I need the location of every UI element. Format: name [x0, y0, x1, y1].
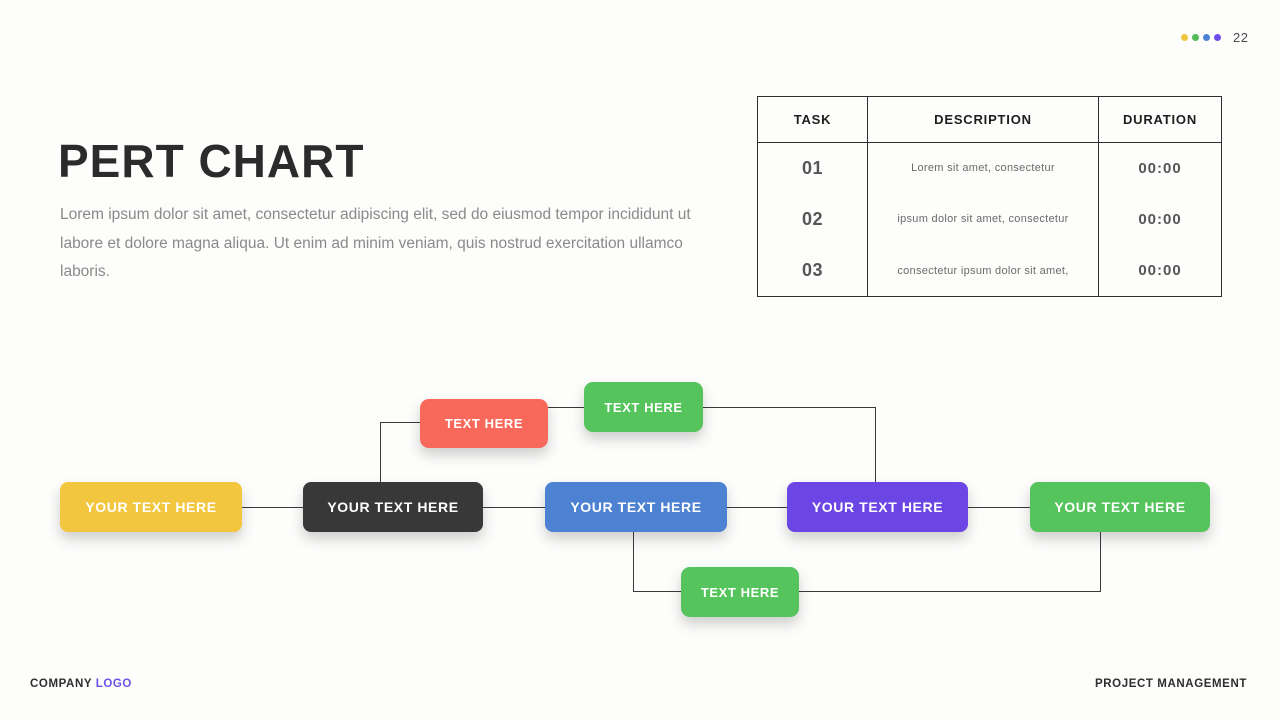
table-header-task: TASK — [757, 96, 868, 143]
task-duration: 00:00 — [1098, 245, 1222, 297]
table-row: 01 Lorem sit amet, consectetur 00:00 — [757, 142, 1222, 194]
logo-text: LOGO — [95, 678, 132, 690]
connector-line — [875, 407, 876, 483]
pagination-dot-icon — [1181, 33, 1188, 41]
table-header-description: DESCRIPTION — [867, 96, 1099, 143]
company-logo: COMPANY LOGO — [30, 678, 132, 690]
description-text: Lorem ipsum dolor sit amet, consectetur … — [60, 206, 691, 280]
footer-project-title: PROJECT MANAGEMENT — [1094, 678, 1247, 690]
table-row: 03 consectetur ipsum dolor sit amet, 00:… — [757, 245, 1222, 297]
task-description: consectetur ipsum dolor sit amet, — [867, 245, 1099, 297]
connector-line — [727, 507, 787, 508]
task-duration: 00:00 — [1098, 142, 1222, 194]
connector-line — [799, 591, 1100, 592]
task-table: TASK DESCRIPTION DURATION 01 Lorem sit a… — [757, 96, 1222, 297]
flow-node-green-bottom: TEXT HERE — [681, 567, 799, 617]
task-description: Lorem sit amet, consectetur — [867, 142, 1099, 194]
page-number: 22 — [1233, 29, 1249, 45]
pagination-dot-icon — [1203, 33, 1210, 41]
task-number: 03 — [757, 245, 868, 297]
connector-line — [380, 422, 420, 423]
connector-line — [483, 507, 545, 508]
connector-line — [968, 507, 1030, 508]
pagination-dot-icon — [1192, 33, 1199, 41]
connector-line — [633, 532, 634, 592]
table-header-duration: DURATION — [1098, 96, 1222, 143]
pagination-dot-icon — [1214, 33, 1221, 41]
flow-node-yellow: YOUR TEXT HERE — [60, 482, 242, 532]
page-title: PERT CHART — [58, 135, 365, 187]
company-text: COMPANY — [30, 678, 92, 690]
flow-node-dark: YOUR TEXT HERE — [303, 482, 483, 532]
connector-line — [242, 507, 303, 508]
flow-node-blue: YOUR TEXT HERE — [545, 482, 727, 532]
connector-line — [380, 422, 381, 482]
task-description: ipsum dolor sit amet, consectetur — [867, 193, 1099, 246]
flow-node-red-top: TEXT HERE — [420, 399, 548, 448]
task-duration: 00:00 — [1098, 193, 1222, 246]
task-number: 01 — [757, 142, 868, 194]
connector-line — [633, 591, 681, 592]
connector-line — [548, 407, 584, 408]
task-number: 02 — [757, 193, 868, 246]
connector-line — [1100, 532, 1101, 592]
connector-line — [703, 407, 875, 408]
table-row: 02 ipsum dolor sit amet, consectetur 00:… — [757, 193, 1222, 246]
flow-node-green-right: YOUR TEXT HERE — [1030, 482, 1210, 532]
table-header-row: TASK DESCRIPTION DURATION — [757, 96, 1222, 143]
flow-node-purple: YOUR TEXT HERE — [787, 482, 968, 532]
pagination: 22 — [1181, 29, 1249, 45]
flow-node-green-top: TEXT HERE — [584, 382, 703, 432]
